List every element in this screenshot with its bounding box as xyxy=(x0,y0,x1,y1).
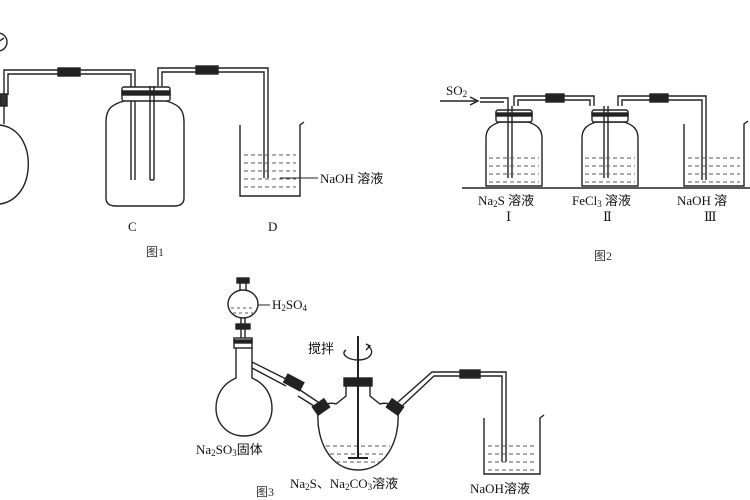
fig1-label-c: C xyxy=(128,219,137,234)
fig1-label-d: D xyxy=(268,219,278,234)
fig3-naoh-label: NaOH溶液 xyxy=(470,482,530,495)
fig2-so2-main: SO xyxy=(446,83,463,98)
fig3-h2so4-sub2: 4 xyxy=(302,303,308,313)
fig1-apparatus xyxy=(0,32,318,207)
fig1-caption: 图1 xyxy=(146,245,165,259)
fig2-so2-sub: 2 xyxy=(462,89,468,99)
fig1-tube-connector-2 xyxy=(195,65,219,75)
fig1-naoh-label: NaOH 溶液 xyxy=(320,172,383,185)
fig3-caption: 图3 xyxy=(256,485,275,499)
fig1-naoh-formula: NaOH xyxy=(320,171,354,186)
fig2-bottle-1 xyxy=(485,121,543,187)
fig3-mix-c: CO xyxy=(349,476,368,491)
fig1-tube-connector-1 xyxy=(57,67,81,77)
fig2-bottle1-a: Na xyxy=(478,193,494,208)
fig2-bottle2-sub: 3 xyxy=(597,199,602,209)
fig2-bottle2-numeral: Ⅱ xyxy=(603,209,612,224)
fig1-flask xyxy=(0,124,29,205)
fig3-beaker xyxy=(483,414,545,475)
fig3-naoh-b: 溶液 xyxy=(503,481,530,496)
fig2-bottle1-sub: 2 xyxy=(493,199,498,209)
fig3-separatory-funnel xyxy=(227,289,259,319)
fig2-caption: 图2 xyxy=(594,249,613,263)
fig2-so2-label: SO2 xyxy=(446,84,467,99)
fig2-bottle3-label: NaOH 溶 xyxy=(677,193,728,208)
fig2-beaker-3 xyxy=(683,120,749,187)
fig3-mix-sub3: 3 xyxy=(367,482,373,492)
fig2-bottle-2 xyxy=(581,121,639,187)
fig1-bottle-c xyxy=(105,99,185,207)
fig3-tube-connector-1 xyxy=(282,373,305,392)
fig2-tube-connector-1 xyxy=(545,93,565,103)
fig3-h2so4-label: H2SO4 xyxy=(272,298,307,313)
fig2-tube-connector-2 xyxy=(649,93,669,103)
fig3-mix-sub2: 2 xyxy=(345,482,350,492)
fig3-na2so3-sub1: 2 xyxy=(211,448,216,458)
fig3-tube-connector-2 xyxy=(459,369,481,379)
fig1-beaker-d xyxy=(239,121,305,197)
fig2-bottle3-numeral: Ⅲ xyxy=(704,209,717,224)
fig3-h2so4-sub1: 2 xyxy=(281,303,286,313)
fig2-bottle2-label: FeCl3 溶液 xyxy=(572,194,631,209)
fig3-naoh-a: NaOH xyxy=(470,481,504,496)
fig2-apparatus xyxy=(440,93,750,189)
fig3-mix-sub1: 2 xyxy=(305,482,310,492)
fig1-naoh-suffix: 溶液 xyxy=(353,171,384,186)
fig3-mix-a: Na xyxy=(290,476,306,491)
fig3-flask xyxy=(215,348,273,437)
fig3-h2so4-a: H xyxy=(272,297,282,312)
fig3-stir-label: 搅拌 xyxy=(308,341,335,356)
fig2-bottle1-b: S 溶液 xyxy=(497,193,535,208)
fig1-gauge xyxy=(0,32,8,52)
fig3-na2so3-sub2: 3 xyxy=(232,448,237,458)
fig3-mix-label: Na2S、Na2CO3溶液 xyxy=(290,477,398,492)
fig3-na2so3-b: SO xyxy=(215,442,233,457)
fig3-na2so3-label: Na2SO3固体 xyxy=(196,443,263,458)
fig1-beaker-d-liquid xyxy=(244,154,296,188)
fig1-flask-stopper xyxy=(0,93,8,107)
fig3-apparatus xyxy=(215,277,545,475)
fig2-bottle2-a: FeCl xyxy=(572,193,598,208)
fig2-bottle2-b: 溶液 xyxy=(601,193,632,208)
fig3-mix-b: S、Na xyxy=(309,476,346,491)
fig3-na2so3-a: Na xyxy=(196,442,212,457)
fig2-bottle1-label: Na2S 溶液 xyxy=(478,194,534,209)
fig3-mix-d: 溶液 xyxy=(372,476,399,491)
fig2-bottle1-numeral: Ⅰ xyxy=(506,209,512,224)
fig3-na2so3-c: 固体 xyxy=(236,442,263,457)
fig3-h2so4-b: SO xyxy=(285,297,303,312)
